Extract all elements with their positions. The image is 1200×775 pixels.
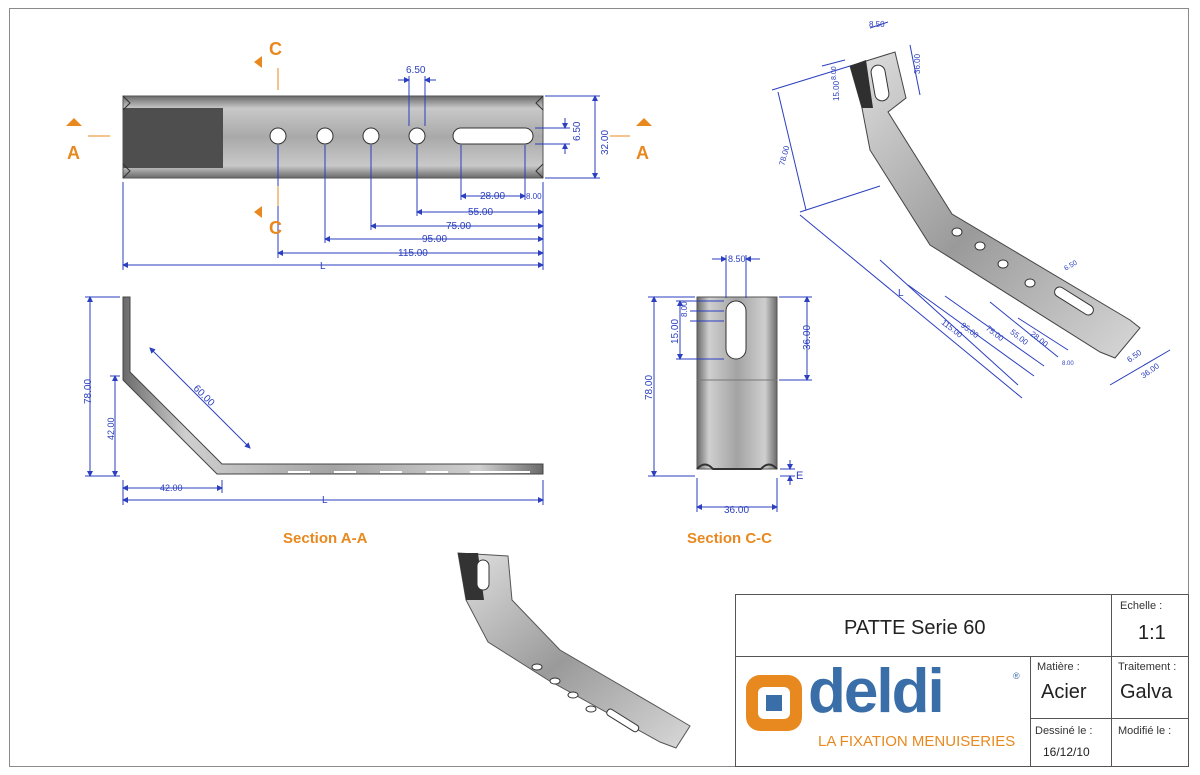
dim-c-slot-len: 15.00 [670, 319, 681, 344]
dim-hole-width: 6.50 [406, 65, 426, 76]
modified-label: Modifié le : [1118, 725, 1172, 737]
iso-slot [1054, 286, 1094, 316]
slot [452, 127, 534, 145]
dim-c-slot-radius: 8.00 [680, 301, 689, 317]
dim-28: 28.00 [480, 191, 505, 202]
section-a-view: 78.00 42.00 60.00 42.00 L [83, 296, 544, 506]
material-label: Matière : [1037, 661, 1080, 673]
section-a-dimensions [85, 296, 544, 505]
iso-dim-side-height: 36.00 [913, 53, 922, 74]
title-block-modified-cell: Modifié le : [1111, 718, 1189, 767]
logo-tagline: LA FIXATION MENUISERIES [818, 733, 1016, 750]
dim-c-total-height: 78.00 [644, 375, 655, 400]
iso-dim-slot: 6.50 [1125, 348, 1143, 365]
top-view-notch-top [122, 95, 131, 111]
treatment-value: Galva [1120, 681, 1173, 703]
top-view-dimensions [122, 76, 600, 270]
scale-value: 1:1 [1138, 622, 1166, 644]
dim-slot-height: 6.50 [572, 121, 583, 141]
dim-55: 55.00 [468, 207, 493, 218]
title-block-name-cell: PATTE Serie 60 [735, 594, 1112, 657]
iso-dim-height: 78.00 [777, 144, 791, 166]
top-view-notch-bottom [122, 163, 131, 179]
product-render [457, 552, 691, 749]
marker-a-right: A [636, 143, 649, 163]
dim-a-42-base: 42.00 [160, 483, 183, 493]
iso-profile [849, 51, 1141, 359]
hole-2 [316, 127, 334, 145]
top-view-notch-right-bottom [535, 163, 544, 179]
dim-75: 75.00 [446, 221, 471, 232]
dim-8: 8.00 [526, 192, 542, 201]
section-a-title: Section A-A [283, 530, 368, 547]
iso-hole-4 [1024, 278, 1036, 288]
scale-label: Echelle : [1120, 600, 1163, 612]
dim-c-upper-height: 36.00 [802, 325, 813, 350]
logo-brand-text: deldi [808, 657, 945, 726]
iso-dim-length: L [898, 288, 904, 299]
title-block-scale-cell: Echelle : 1:1 [1111, 594, 1189, 657]
section-a-profile [122, 296, 544, 475]
iso-hole-3 [997, 259, 1009, 269]
hole-1 [269, 127, 287, 145]
dim-height: 32.00 [600, 130, 611, 155]
marker-c-bottom: C [269, 218, 282, 238]
section-c-view: 8.50 15.00 8.00 36.00 78.00 36.00 E [644, 254, 813, 516]
dim-115: 115.00 [398, 248, 428, 259]
hole-3 [362, 127, 380, 145]
iso-dimensions [771, 21, 1171, 399]
title-block-treatment-cell: Traitement : Galva [1111, 656, 1189, 719]
iso-dim-width: 36.00 [1139, 361, 1161, 380]
section-c-title: Section C-C [687, 530, 773, 547]
iso-hole-2 [974, 241, 986, 251]
section-c-dimensions [648, 255, 812, 512]
hole-4 [408, 127, 426, 145]
iso-dim-8: 8.00 [1062, 361, 1074, 367]
marker-a-left: A [67, 143, 80, 163]
iso-dim-75: 75.00 [984, 324, 1006, 344]
dim-length: L [320, 261, 326, 272]
title-block-drawn-cell: Dessiné le : 16/12/10 [1030, 718, 1112, 767]
section-c-slot [725, 300, 747, 360]
iso-dim-55: 55.00 [1008, 327, 1030, 347]
title-block-material-cell: Matière : Acier [1030, 656, 1112, 719]
drawn-label: Dessiné le : [1035, 725, 1093, 737]
dim-c-width: 36.00 [724, 505, 749, 516]
iso-hole-1 [951, 227, 963, 237]
dim-a-78: 78.00 [83, 379, 94, 404]
dim-c-thickness: E [796, 470, 803, 482]
drawing-frame [9, 8, 1189, 767]
iso-dim-28: 28.00 [1028, 329, 1050, 349]
dim-a-60: 60.00 [191, 383, 217, 409]
iso-dim-hole: 6.50 [1063, 260, 1078, 273]
treatment-label: Traitement : [1118, 661, 1177, 673]
material-value: Acier [1041, 681, 1087, 703]
marker-c-top: C [269, 39, 282, 59]
part-name: PATTE Serie 60 [844, 617, 986, 639]
logo-registered: ® [1013, 671, 1020, 681]
dim-a-42-vertical: 42.00 [106, 417, 116, 440]
drawn-value: 16/12/10 [1043, 745, 1090, 759]
top-view-dark-end [123, 108, 223, 168]
dim-a-length: L [322, 495, 328, 506]
top-view-notch-right-top [535, 95, 544, 111]
iso-dim-slot-small: 8.00 [831, 66, 838, 80]
dim-c-slot-width: 8.50 [728, 254, 746, 264]
top-view: 6.50 6.50 32.00 28.00 8.00 55.00 75.00 9… [66, 39, 652, 272]
iso-slot-top [870, 64, 890, 102]
iso-dim-slot-len: 15.00 [832, 80, 841, 101]
title-block-logo-cell: deldi ® LA FIXATION MENUISERIES [735, 656, 1031, 767]
section-markers [66, 56, 652, 218]
deldi-logo [746, 675, 802, 731]
isometric-view: 8.50 36.00 15.00 8.00 78.00 L 115.00 95.… [771, 20, 1171, 399]
dim-95: 95.00 [422, 234, 447, 245]
iso-dim-top-width: 8.50 [869, 20, 885, 29]
